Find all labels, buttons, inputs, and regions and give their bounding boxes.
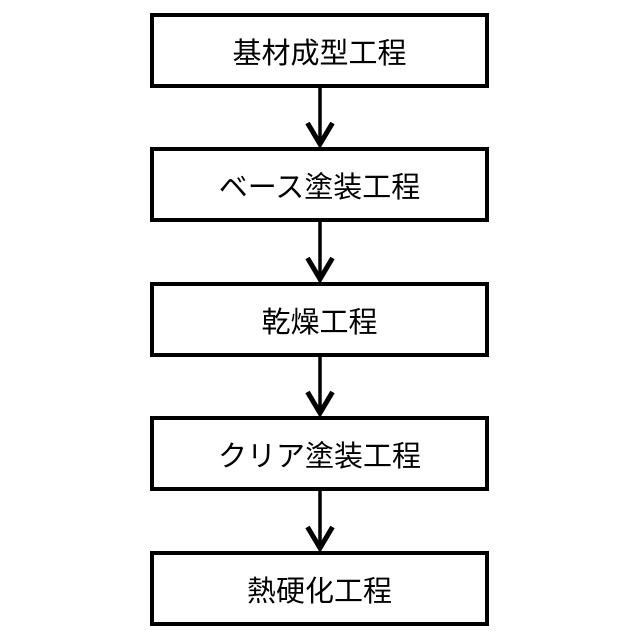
down-arrow-icon [305, 88, 335, 147]
process-box: 乾燥工程 [150, 282, 489, 357]
down-arrow-icon [305, 491, 335, 551]
process-box: クリア塗装工程 [150, 416, 489, 491]
down-arrow-icon [305, 357, 335, 416]
process-label: ベース塗装工程 [218, 169, 421, 204]
process-label: クリア塗装工程 [217, 438, 421, 473]
process-box: 基材成型工程 [150, 13, 489, 88]
process-label: 熱硬化工程 [246, 573, 392, 608]
process-box: ベース塗装工程 [150, 147, 489, 222]
process-box: 熱硬化工程 [150, 551, 489, 626]
down-arrow-icon [305, 222, 335, 282]
process-label: 基材成型工程 [232, 35, 407, 70]
process-label: 乾燥工程 [261, 304, 378, 339]
